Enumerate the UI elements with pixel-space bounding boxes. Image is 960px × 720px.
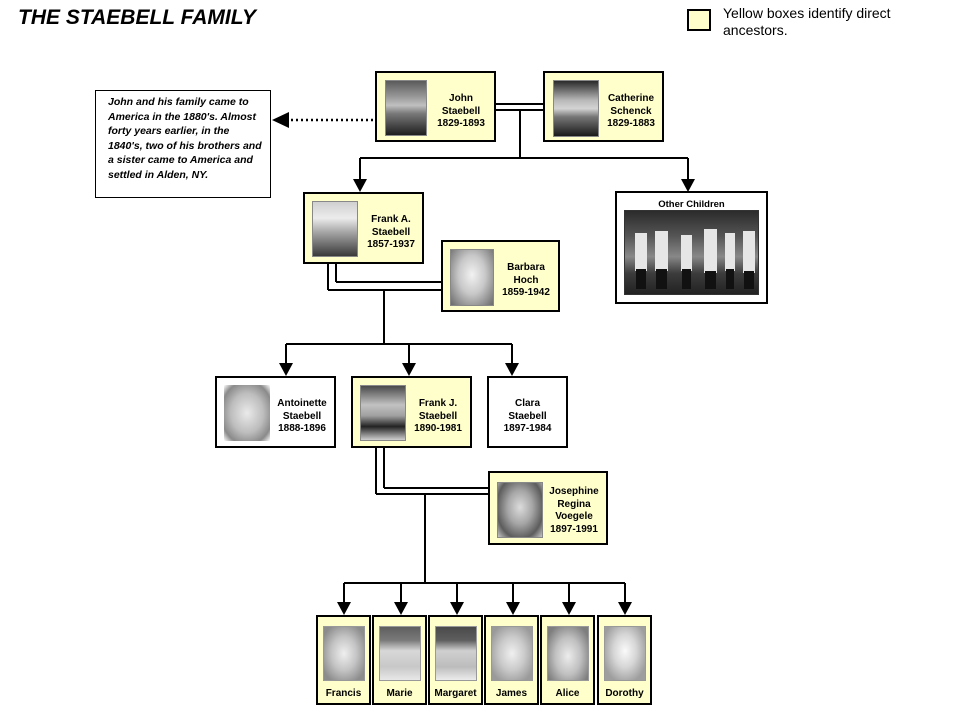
portrait-photo	[497, 482, 543, 538]
child-name: Alice	[555, 688, 580, 699]
person-box-frank-j-staebell: Frank J. Staebell 1890-1981	[351, 376, 472, 448]
person-label: Frank A. Staebell 1857-1937	[367, 214, 415, 250]
legend-swatch	[687, 9, 711, 31]
child-box-dorothy: Dorothy	[597, 615, 652, 705]
group-figures	[635, 229, 755, 289]
person-label: Catherine Schenck 1829-1883	[607, 93, 655, 129]
arrowhead	[506, 602, 520, 615]
portrait-photo	[323, 626, 365, 681]
arrowhead	[681, 179, 695, 192]
child-box-margaret: Margaret	[428, 615, 483, 705]
other-children-label: Other Children	[658, 199, 725, 210]
arrowhead	[505, 363, 519, 376]
person-label: Clara Staebell 1897-1984	[503, 398, 552, 434]
portrait-photo	[385, 80, 427, 136]
person-label: John Staebell 1829-1893	[437, 93, 485, 129]
group-photo	[624, 210, 759, 295]
person-box-antoinette-staebell: Antoinette Staebell 1888-1896	[215, 376, 336, 448]
person-label: Frank J. Staebell 1890-1981	[414, 398, 462, 434]
portrait-photo	[312, 201, 358, 257]
portrait-photo	[360, 385, 406, 441]
child-box-james: James	[484, 615, 539, 705]
person-label: Josephine Regina Voegele 1897-1991	[549, 486, 599, 535]
portrait-photo	[491, 626, 533, 681]
portrait-photo	[547, 626, 589, 681]
child-name: Francis	[325, 688, 362, 699]
person-box-frank-a-staebell: Frank A. Staebell 1857-1937	[303, 192, 424, 264]
child-box-francis: Francis	[316, 615, 371, 705]
child-name: Marie	[386, 688, 413, 699]
arrowhead	[562, 602, 576, 615]
page-title: THE STAEBELL FAMILY	[18, 6, 257, 29]
person-label: Barbara Hoch 1859-1942	[502, 262, 550, 298]
portrait-photo	[450, 249, 494, 306]
child-box-marie: Marie	[372, 615, 427, 705]
note-arrowhead	[272, 112, 289, 128]
arrowhead	[353, 179, 367, 192]
child-box-alice: Alice	[540, 615, 595, 705]
arrowhead	[618, 602, 632, 615]
other-children-box: Other Children	[615, 191, 768, 304]
portrait-photo	[435, 626, 477, 681]
person-box-barbara-hoch: Barbara Hoch 1859-1942	[441, 240, 560, 312]
person-box-josephine-voegele: Josephine Regina Voegele 1897-1991	[488, 471, 608, 545]
arrowhead	[337, 602, 351, 615]
child-name: James	[495, 688, 528, 699]
person-box-john-staebell: John Staebell 1829-1893	[375, 71, 496, 142]
arrowhead	[279, 363, 293, 376]
child-name: Margaret	[434, 688, 477, 699]
legend-text: Yellow boxes identify direct ancestors.	[723, 5, 891, 38]
portrait-photo	[379, 626, 421, 681]
arrowhead	[394, 602, 408, 615]
arrowhead	[450, 602, 464, 615]
person-label: Antoinette Staebell 1888-1896	[277, 398, 327, 434]
portrait-photo	[553, 80, 599, 137]
arrowhead	[402, 363, 416, 376]
person-box-catherine-schenck: Catherine Schenck 1829-1883	[543, 71, 664, 142]
person-box-clara-staebell: Clara Staebell 1897-1984	[487, 376, 568, 448]
history-note: John and his family came to America in t…	[95, 90, 271, 198]
portrait-photo	[224, 385, 270, 441]
child-name: Dorothy	[605, 688, 644, 699]
portrait-photo	[604, 626, 646, 681]
